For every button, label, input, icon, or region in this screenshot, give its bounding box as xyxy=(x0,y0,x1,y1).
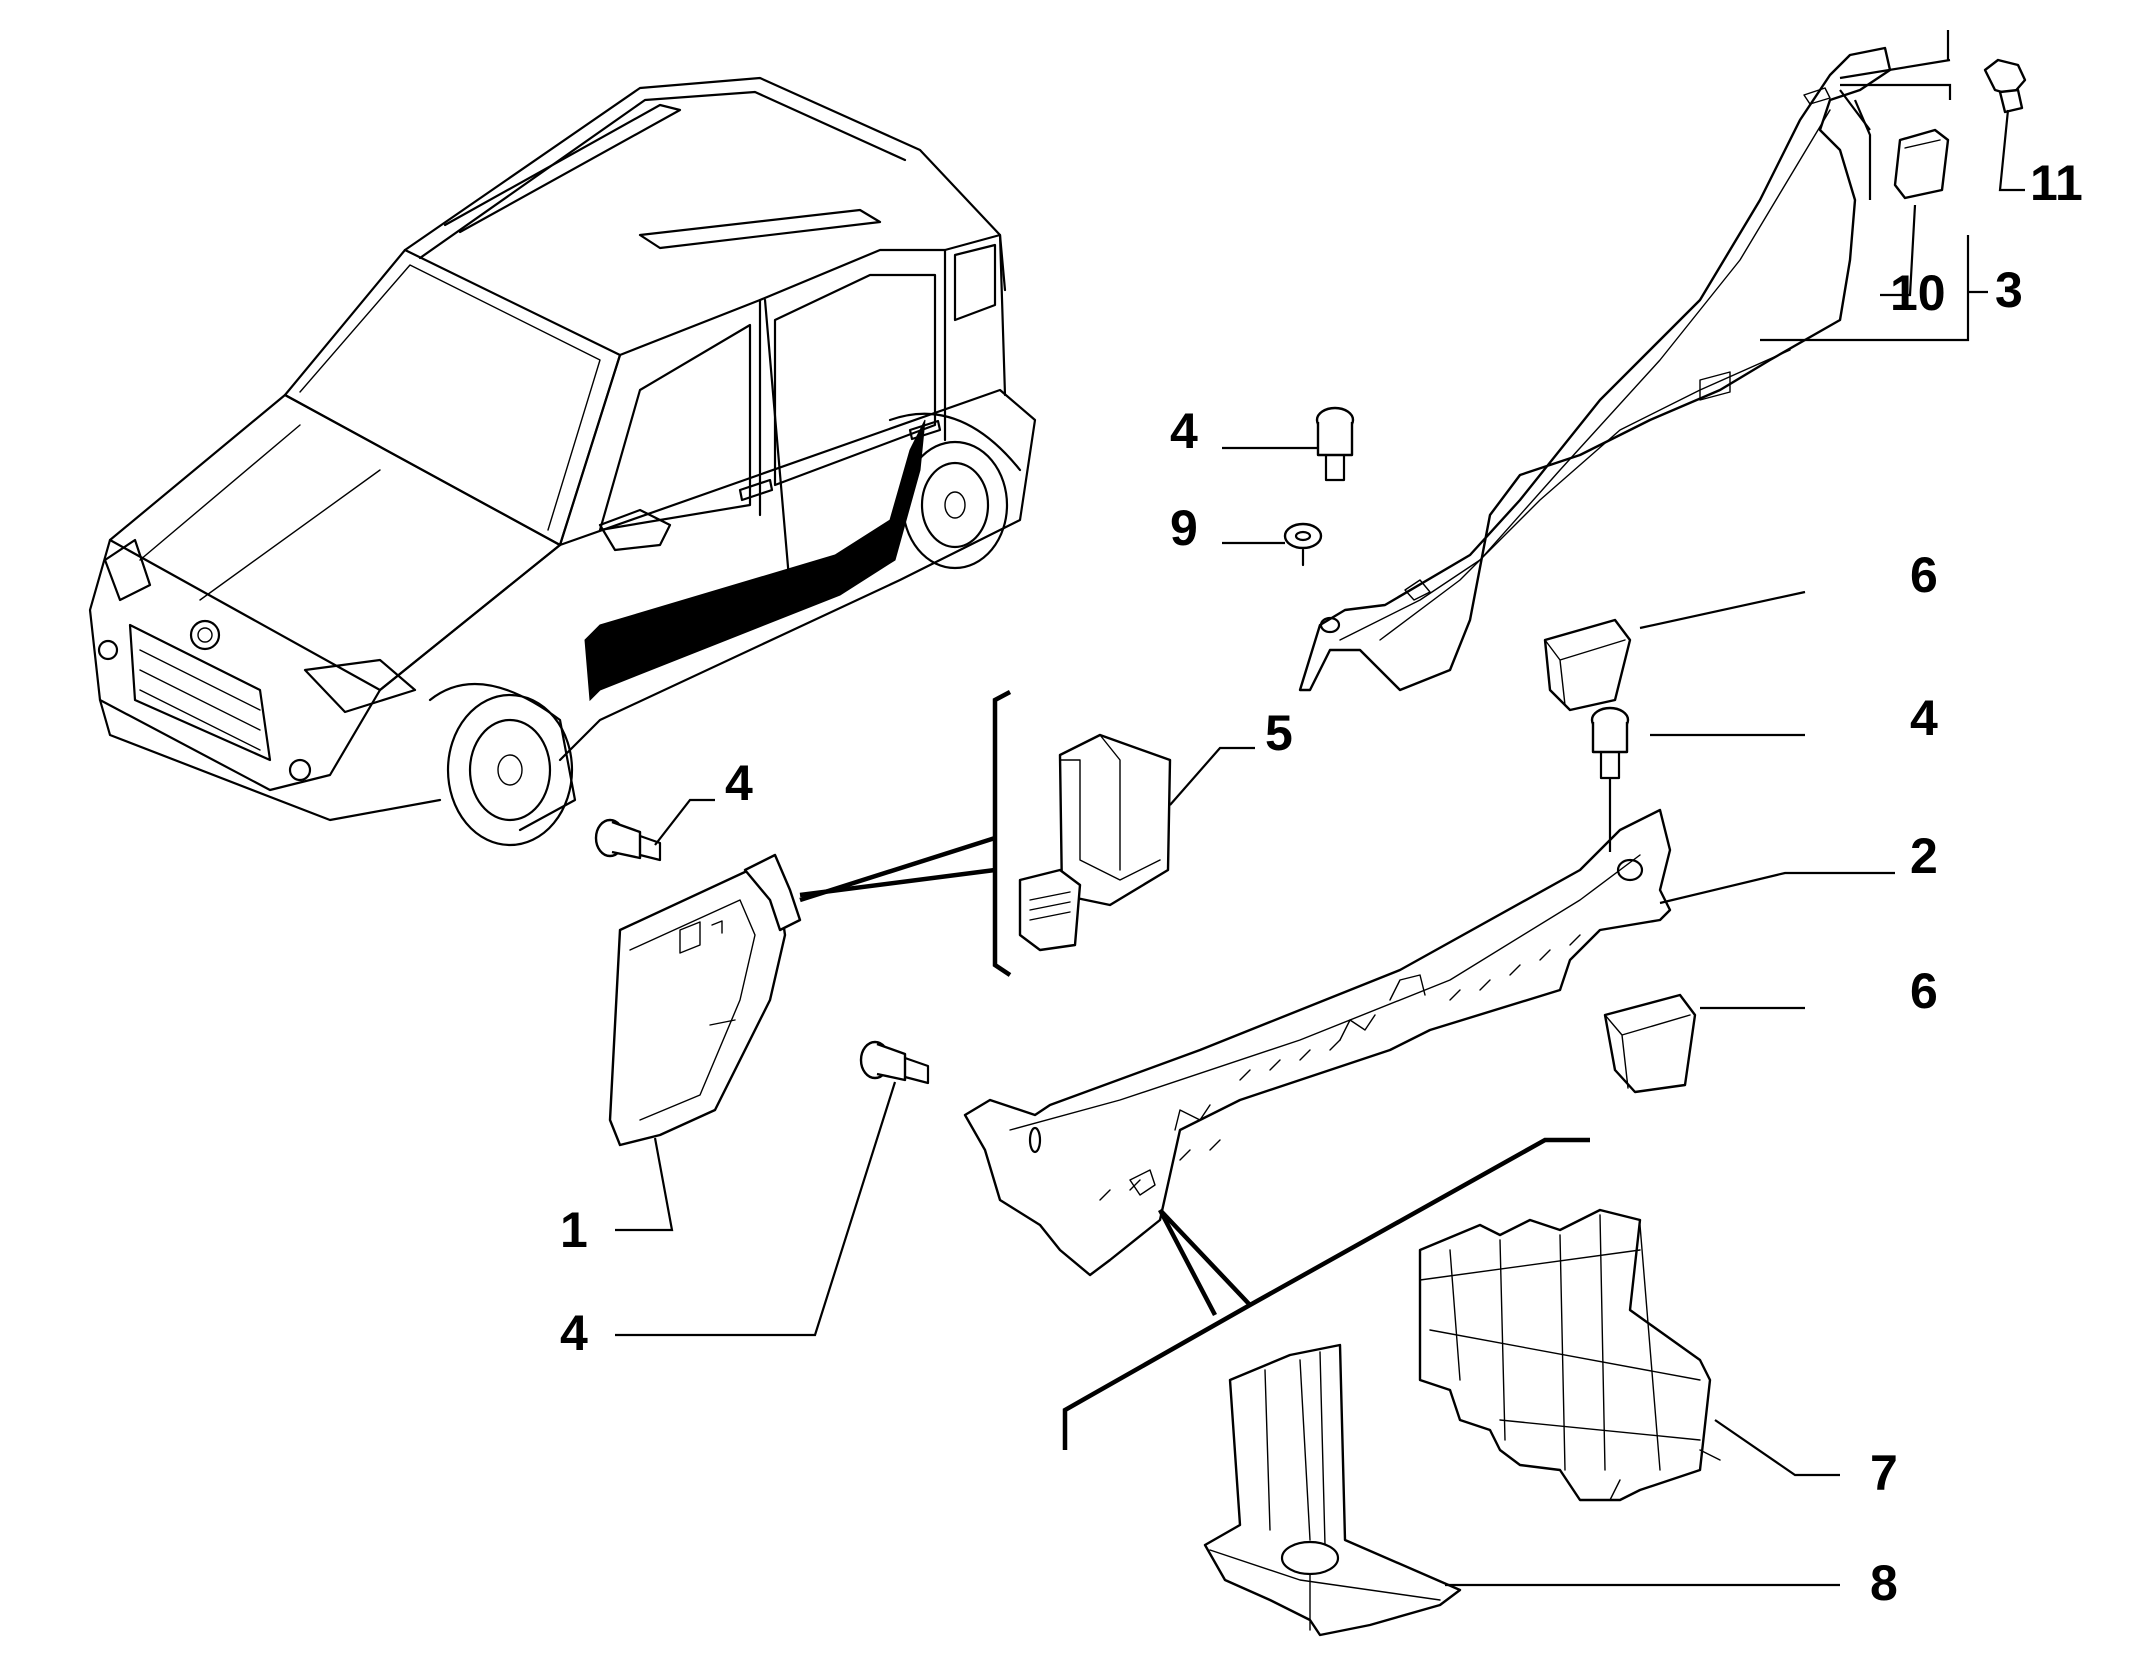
callout-9: 9 xyxy=(1170,500,1198,556)
callout-10: 10 xyxy=(1890,265,1946,321)
callout-4-right: 4 xyxy=(1910,690,1938,746)
callout-6-lower: 6 xyxy=(1910,963,1938,1019)
bracket-part-7 xyxy=(1418,1208,1721,1502)
leader-lines xyxy=(615,30,2025,1587)
screw-part-4-left-upper xyxy=(594,818,662,862)
screw-part-4-right xyxy=(1590,706,1630,780)
callout-4-left-upper: 4 xyxy=(725,755,753,811)
callout-4-left-lower: 4 xyxy=(560,1305,588,1361)
callout-7: 7 xyxy=(1870,1445,1898,1501)
callout-5: 5 xyxy=(1265,705,1293,761)
callout-1: 1 xyxy=(560,1202,588,1258)
cap-part-10 xyxy=(1893,128,1950,200)
screw-part-4-left-lower xyxy=(859,1040,930,1085)
trim-panel-part-1 xyxy=(608,853,802,1147)
car-illustration xyxy=(88,76,1037,847)
callout-6-upper: 6 xyxy=(1910,547,1938,603)
sill-plate-part-2 xyxy=(963,808,1672,1277)
group-bracket-1 xyxy=(799,690,1012,977)
washer-part-9 xyxy=(1283,522,1323,567)
group-bracket-2 xyxy=(1062,1137,1590,1450)
pillar-trim-part-3 xyxy=(1298,46,1892,692)
callout-8: 8 xyxy=(1870,1555,1898,1611)
screw-part-4-top xyxy=(1315,406,1355,482)
clip-part-6-upper xyxy=(1543,618,1632,712)
clip-part-6-lower xyxy=(1603,993,1697,1094)
callout-labels: 1 2 3 4 4 4 4 5 6 6 7 8 9 10 11 xyxy=(560,155,2083,1611)
bracket-part-8 xyxy=(1203,1343,1462,1637)
clip-part-5 xyxy=(1018,733,1172,952)
push-clip-part-11 xyxy=(1983,58,2027,114)
callout-11: 11 xyxy=(2030,155,2083,211)
callout-4-top: 4 xyxy=(1170,403,1198,459)
callout-3: 3 xyxy=(1995,262,2023,318)
callout-2: 2 xyxy=(1910,828,1938,884)
